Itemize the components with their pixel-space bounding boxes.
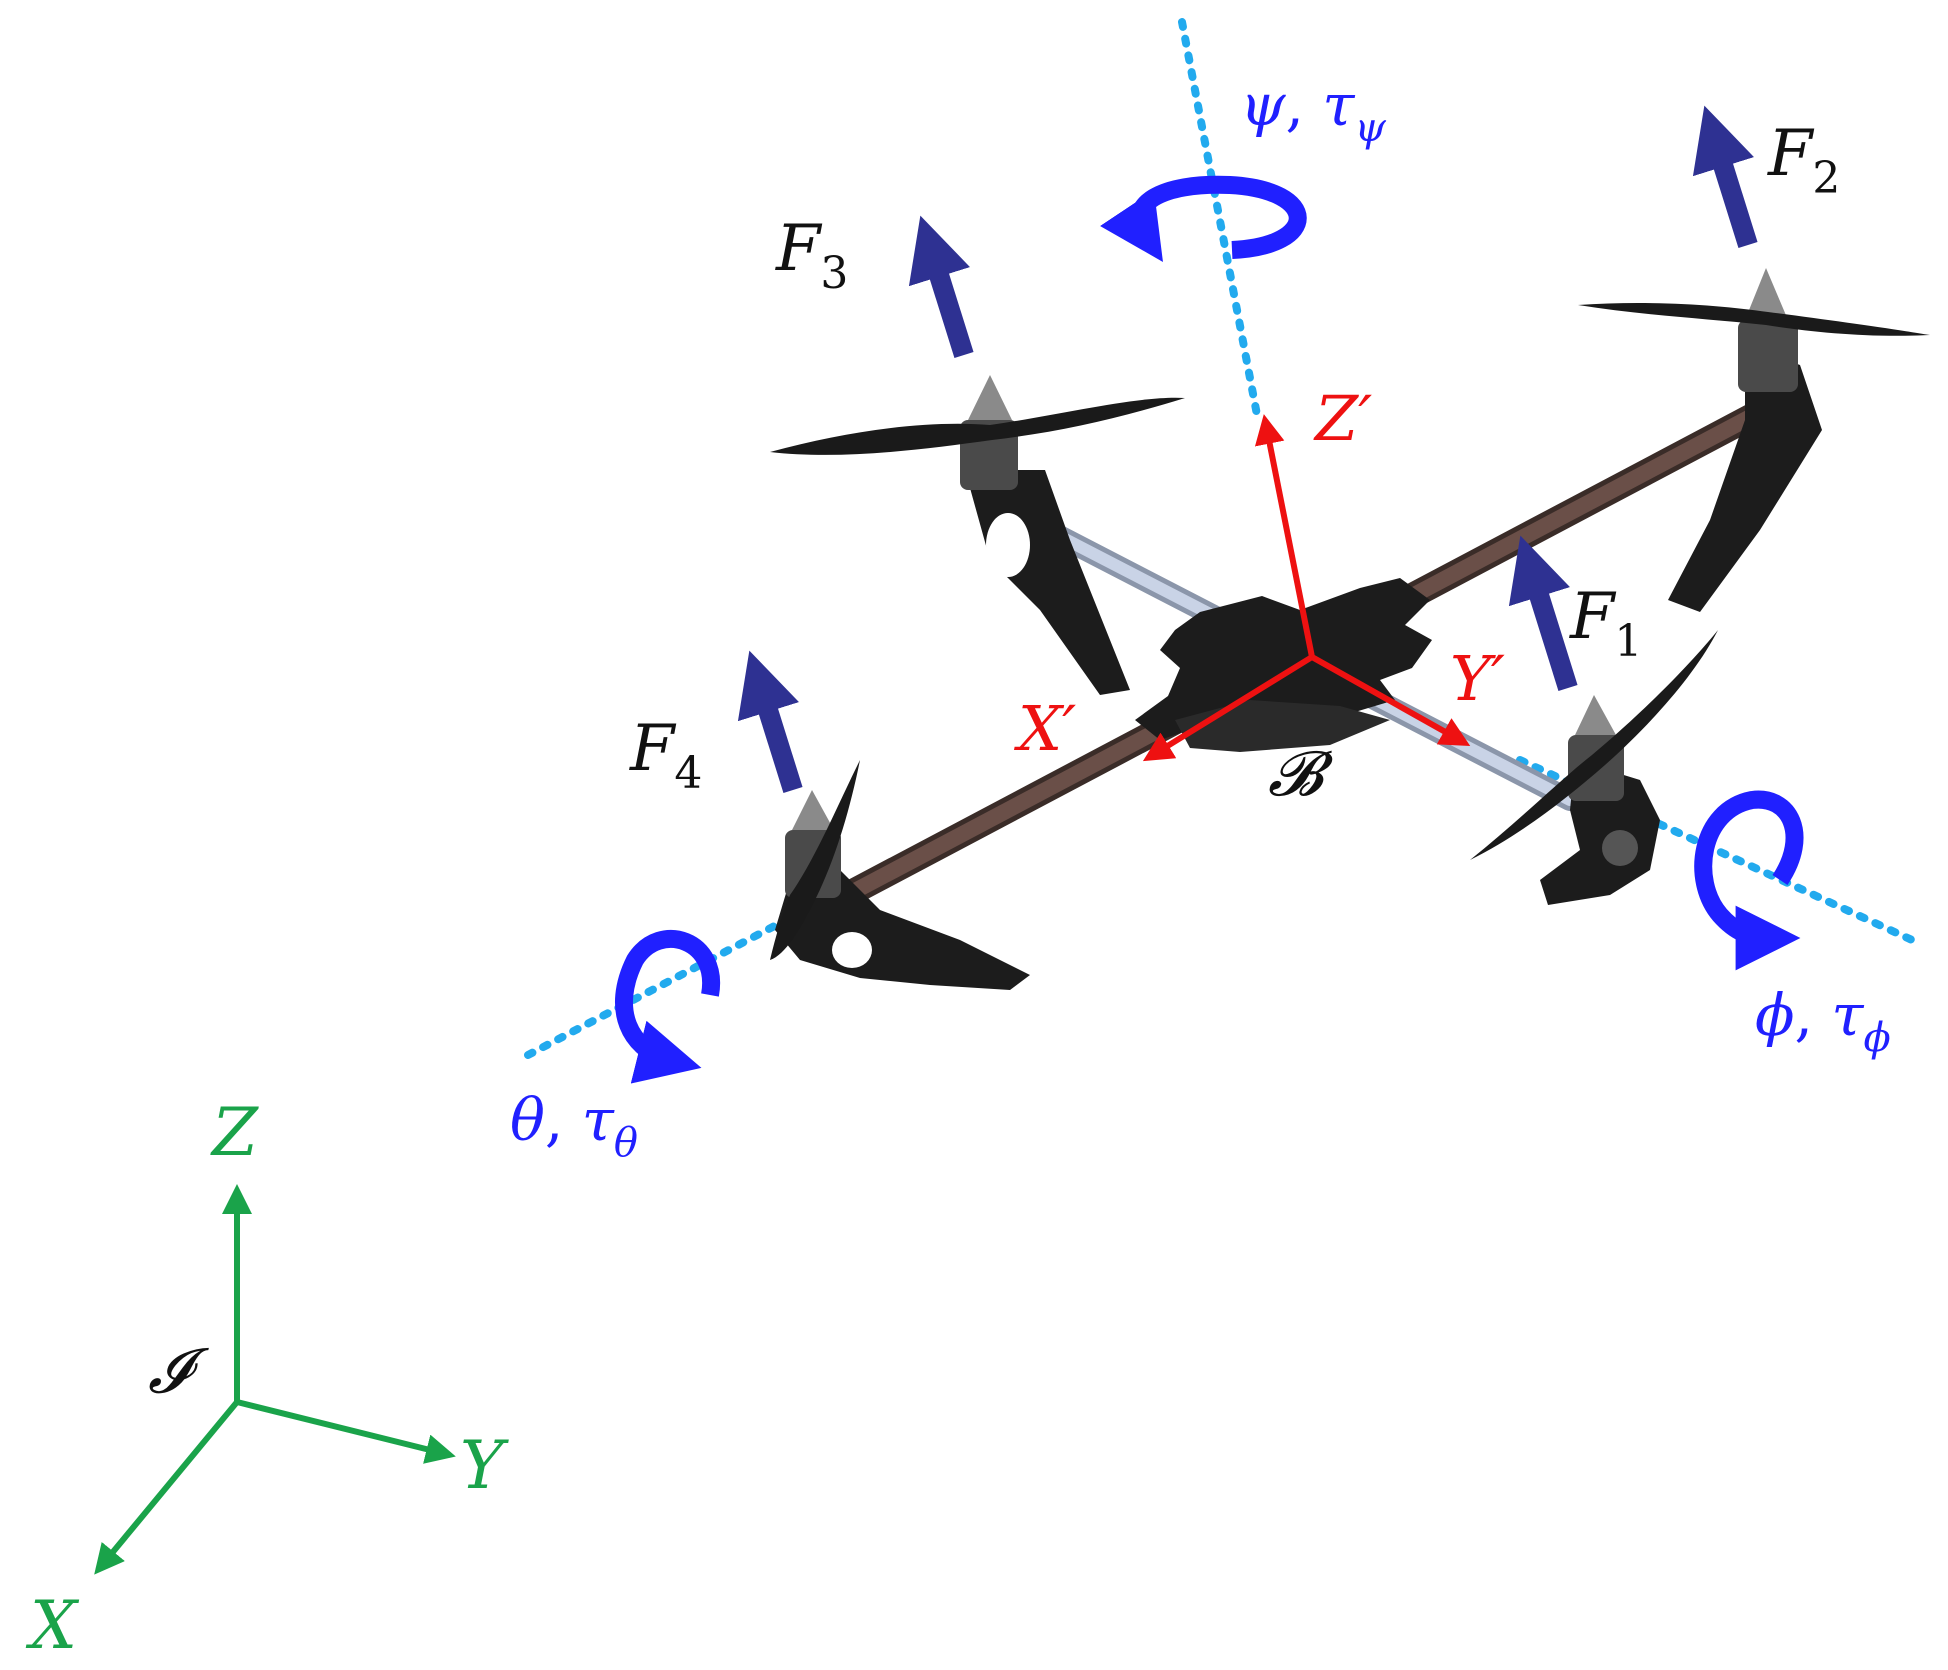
thrust-arrow-f1 xyxy=(1508,535,1578,691)
center-plate xyxy=(1135,578,1432,745)
body-x-axis xyxy=(1142,654,1314,762)
thrust-label-f3: F3 xyxy=(775,212,848,299)
propeller-f2 xyxy=(1578,302,1930,336)
thrust-label-f2: F2 xyxy=(1767,117,1840,204)
thrust-label-f4: F4 xyxy=(629,712,702,799)
body-z-label: Z′ xyxy=(1313,382,1372,455)
thrust-arrow-f3 xyxy=(908,215,974,358)
yaw-rotation-arrow xyxy=(1100,175,1307,262)
yaw-axis-dotted xyxy=(1178,18,1262,424)
torque-arrows xyxy=(615,175,1804,1084)
thrust-arrow-f4 xyxy=(737,650,803,793)
motor-mount-f1 xyxy=(1470,630,1718,905)
inertial-frame-label: 𝓘 xyxy=(148,1334,209,1407)
thrust-label-f1: F1 xyxy=(1569,580,1642,667)
body-frame-axes xyxy=(1142,414,1471,762)
center-plate-lower xyxy=(1175,700,1390,752)
propeller-f3 xyxy=(770,397,1185,455)
thrust-arrows xyxy=(737,105,1758,793)
body-z-axis xyxy=(1254,414,1315,658)
motor-mount-f3 xyxy=(770,375,1185,695)
motor-mount-f4 xyxy=(770,760,1030,990)
body-x-label: X′ xyxy=(1014,692,1076,765)
roll-rotation-arrow xyxy=(1694,790,1804,971)
inertial-y-axis xyxy=(236,1399,456,1464)
roll-torque-label: ϕ, τϕ xyxy=(1755,981,1891,1061)
body-frame-label: 𝓑 xyxy=(1268,737,1334,810)
inertial-y-label: Y xyxy=(460,1427,509,1504)
quadrotor-frame xyxy=(770,268,1930,990)
propeller-f4 xyxy=(770,760,860,960)
thrust-arrow-f2 xyxy=(1692,105,1758,248)
pitch-rotation-arrow xyxy=(615,930,721,1084)
inertial-z-label: Z xyxy=(210,1094,259,1171)
yaw-torque-label: ψ, τψ xyxy=(1240,71,1386,151)
body-y-axis xyxy=(1310,654,1471,746)
pitch-torque-label: θ, τθ xyxy=(510,1086,638,1166)
inertial-x-axis xyxy=(94,1400,240,1575)
motor-mount-f2 xyxy=(1578,268,1930,612)
inertial-x-label: X xyxy=(25,1587,80,1664)
inertial-frame-axes xyxy=(94,1184,456,1575)
body-y-label: Y′ xyxy=(1450,642,1505,715)
